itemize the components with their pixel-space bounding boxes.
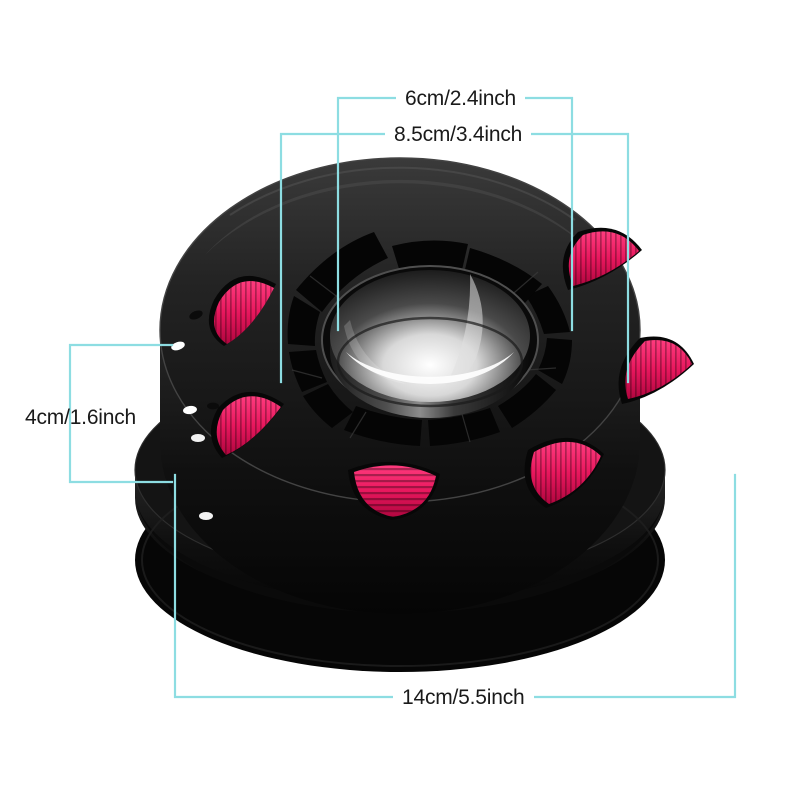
mounting-holes-lower: [191, 434, 213, 520]
mounting-holes: [171, 259, 734, 415]
dimension-label-spool-diameter: 14cm/5.5inch: [393, 685, 534, 710]
dimension-label-spool-height: 4cm/1.6inch: [25, 406, 137, 429]
dimension-label-inner-hub-width: 6cm/2.4inch: [396, 86, 526, 111]
mounting-holes-dark: [189, 310, 219, 410]
slot-filament-left: [210, 391, 284, 458]
inner-vent-slots: [287, 232, 572, 446]
filament-winding-purple: [170, 440, 630, 561]
dimension-label-hub-outer-width: 8.5cm/3.4inch: [385, 122, 532, 147]
dimension-bracket-14cm: [173, 473, 737, 699]
upper-flange: [159, 157, 641, 614]
lower-flange: [134, 357, 666, 672]
slot-filament-top-left: [208, 275, 276, 346]
dimension-bracket-8-5cm: [279, 132, 630, 384]
slot-filament-right: [618, 336, 694, 404]
slot-filament-bottom-right: [524, 437, 604, 508]
slot-filament-bottom: [348, 461, 440, 520]
outer-slots-with-filament: [208, 227, 694, 520]
slot-filament-top-right: [562, 227, 642, 290]
center-hub: [321, 265, 539, 418]
lower-flange-rim: [136, 453, 664, 667]
hub-spokes: [291, 271, 557, 443]
